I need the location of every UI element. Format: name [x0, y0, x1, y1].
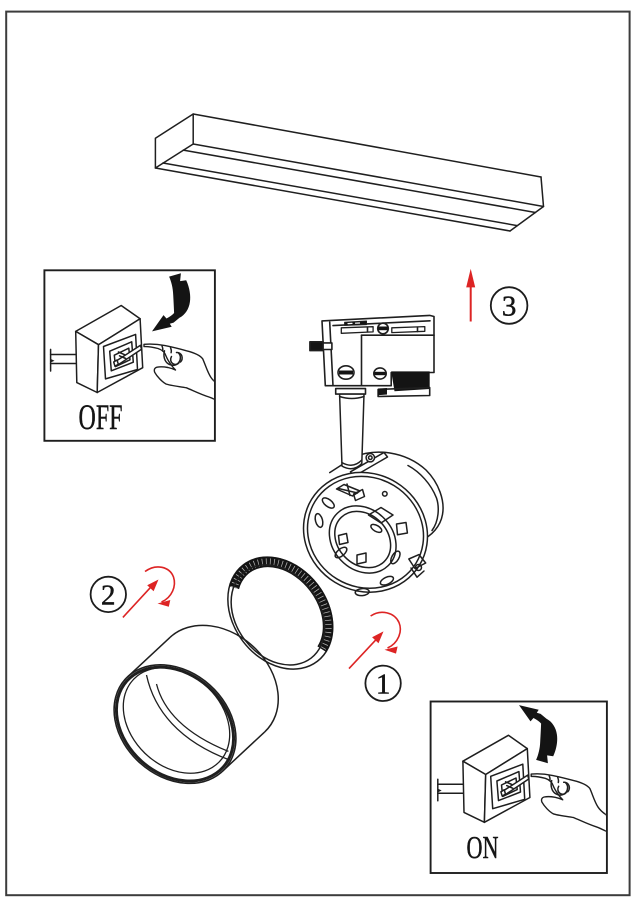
svg-text:ON: ON [467, 829, 499, 865]
svg-text:3: 3 [502, 291, 517, 323]
svg-text:OFF: OFF [79, 397, 123, 437]
svg-text:1: 1 [376, 668, 391, 700]
svg-text:2: 2 [101, 579, 116, 611]
